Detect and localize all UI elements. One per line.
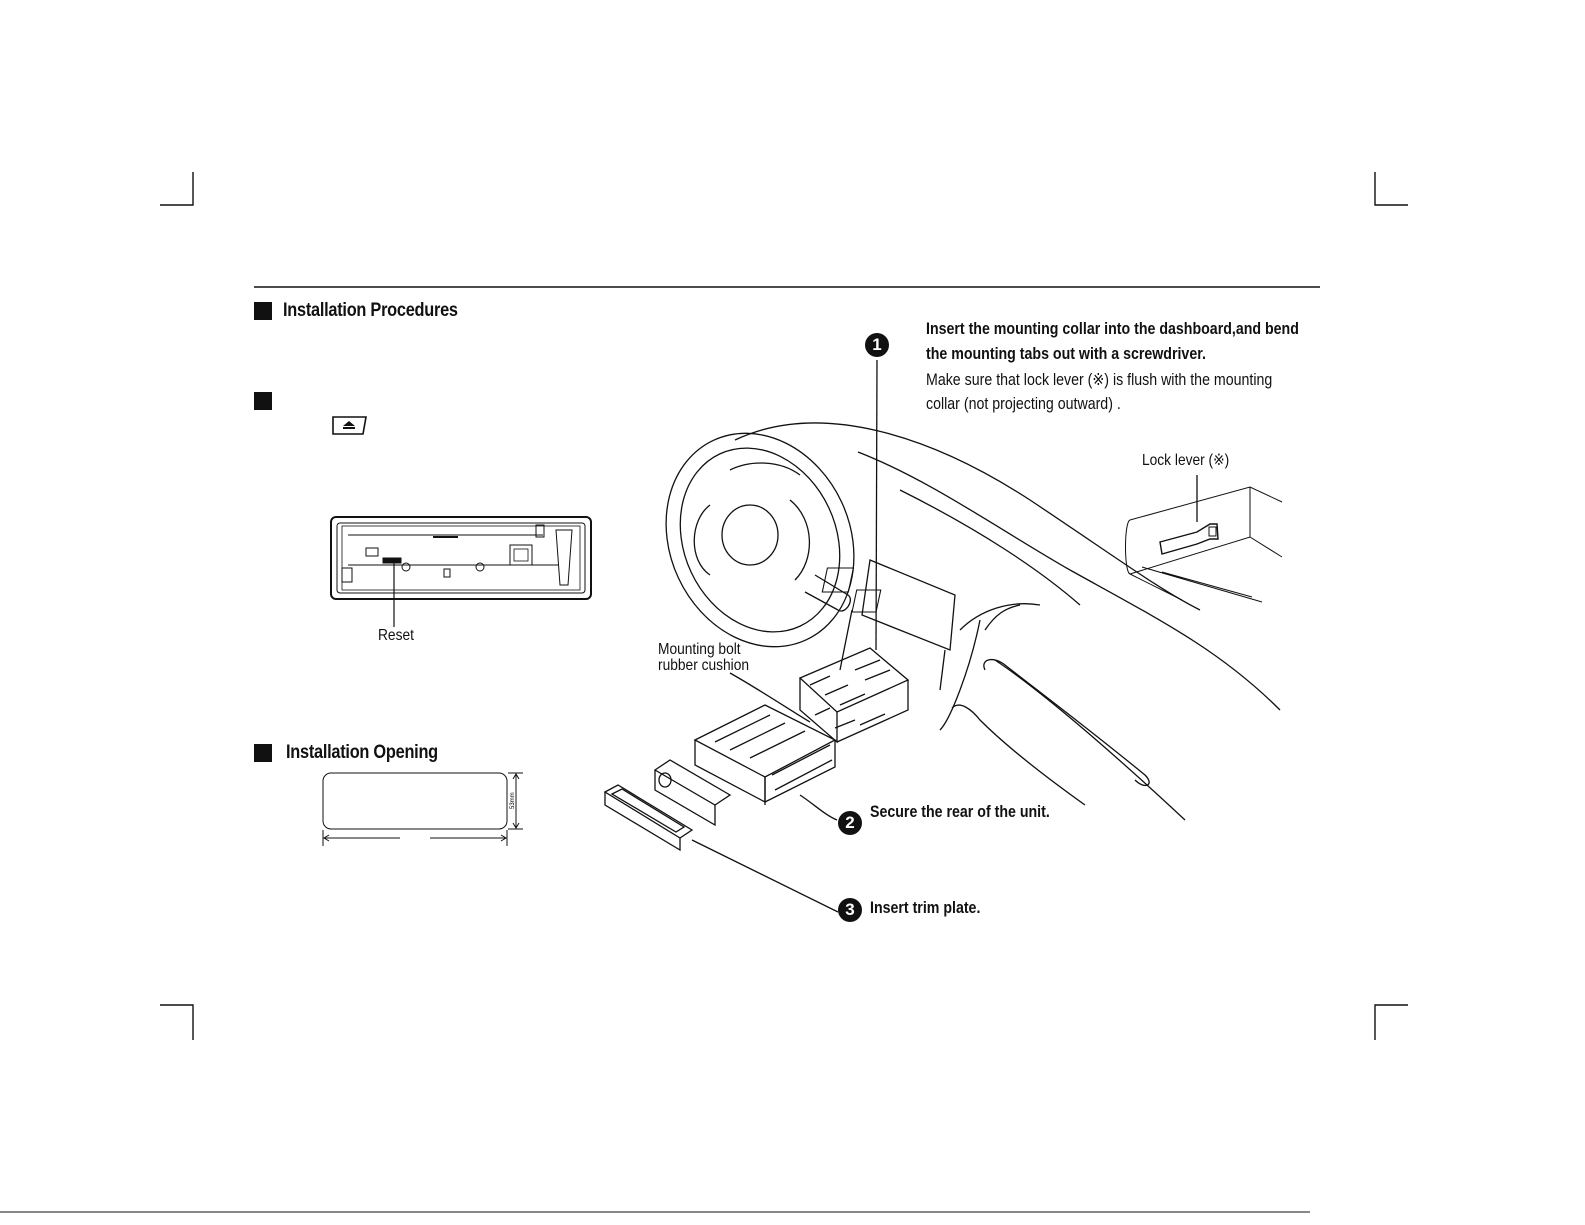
black-square-icon xyxy=(254,744,272,762)
black-square-icon xyxy=(254,392,272,410)
step-1-badge: 1 xyxy=(865,333,889,357)
dashboard-installation-drawing xyxy=(603,359,1281,913)
mounting-bolt-label: Mounting bolt rubber cushion xyxy=(658,641,750,674)
section-heading-procedures: Installation Procedures xyxy=(283,300,458,321)
section-heading-opening: Installation Opening xyxy=(286,742,438,763)
lock-lever-detail-drawing xyxy=(1125,475,1283,603)
step-2-badge: 2 xyxy=(838,811,862,835)
opening-dimension-drawing: 53mm xyxy=(322,772,523,846)
black-square-icon xyxy=(254,302,272,320)
step-2-instruction: Secure the rear of the unit. xyxy=(870,803,1050,821)
step-3-badge: 3 xyxy=(838,898,862,922)
step-3-instruction: Insert trim plate. xyxy=(870,899,981,917)
step-1-instruction-line1: Insert the mounting collar into the dash… xyxy=(926,320,1299,338)
step-1-instruction-line2: the mounting tabs out with a screwdriver… xyxy=(926,345,1206,363)
opening-height-label: 53mm xyxy=(510,792,516,809)
step-1-note-line1: Make sure that lock lever (※) is flush w… xyxy=(926,371,1273,389)
eject-icon xyxy=(332,416,367,435)
radio-front-panel-drawing xyxy=(330,516,592,627)
lock-lever-label: Lock lever (※) xyxy=(1142,452,1230,469)
reset-label: Reset xyxy=(378,627,414,644)
step-1-note-line2: collar (not projecting outward) . xyxy=(926,395,1121,413)
